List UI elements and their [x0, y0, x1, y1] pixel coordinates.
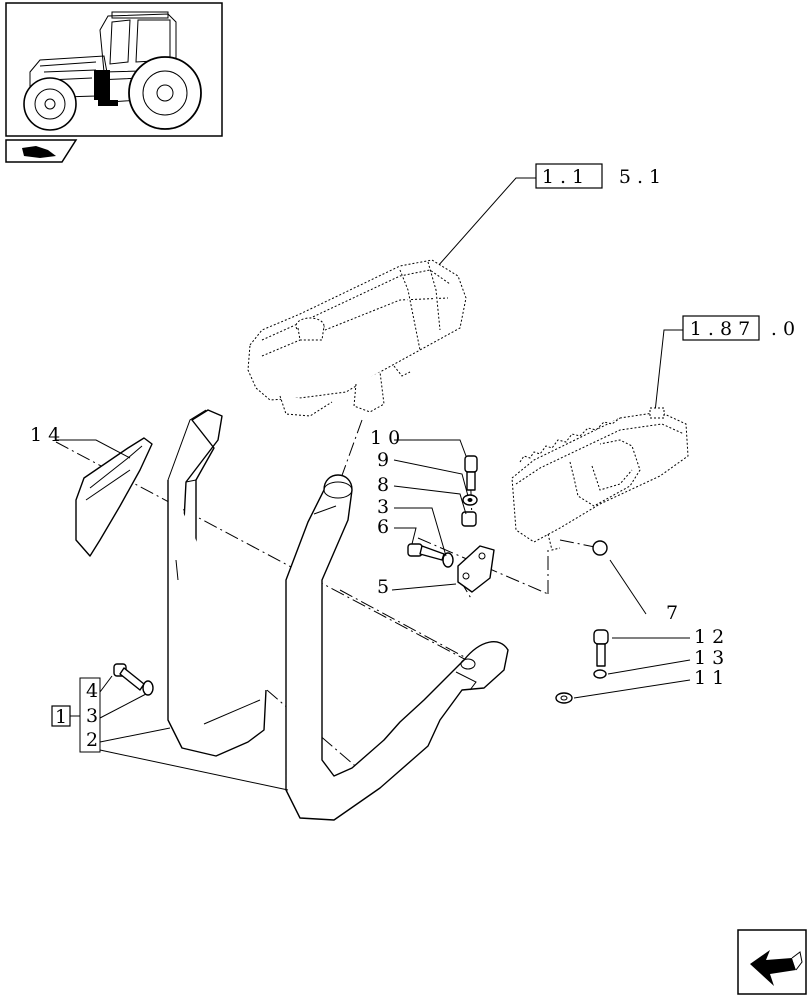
callout-2[interactable]: 2: [86, 729, 98, 751]
callout-3-lower[interactable]: 3: [86, 705, 98, 727]
part-3-washer-upper[interactable]: [442, 552, 454, 568]
callout-14[interactable]: 1 4: [30, 424, 60, 446]
callout-11[interactable]: 1 1: [694, 667, 724, 689]
group-bracket: 1: [51, 677, 101, 753]
part-12-bolt[interactable]: [593, 629, 609, 667]
part-7-nut[interactable]: [592, 540, 608, 556]
reference-1-boxed: 1 . 1: [542, 166, 584, 188]
part-5-bracket[interactable]: [457, 545, 495, 593]
part-1-main-tube[interactable]: [285, 474, 509, 821]
hand-book-icon[interactable]: [5, 139, 78, 163]
tractor-thumbnail[interactable]: [5, 2, 223, 137]
callout-10[interactable]: 1 0: [370, 427, 400, 449]
step-plate: [511, 407, 689, 551]
callout-9[interactable]: 9: [377, 449, 389, 471]
callout-6[interactable]: 6: [377, 516, 389, 538]
part-14-guard[interactable]: [75, 437, 153, 557]
part-10-bolt[interactable]: [464, 455, 478, 491]
reservoir-tank: [247, 259, 467, 417]
reference-2-rest: . 0: [771, 318, 795, 340]
part-6-bolt[interactable]: [407, 543, 445, 561]
callout-8[interactable]: 8: [377, 474, 389, 496]
part-3-washer-lower[interactable]: [142, 680, 154, 696]
leader-ref-2: [654, 329, 683, 413]
callout-12[interactable]: 1 2: [694, 626, 724, 648]
reference-1-87-0[interactable]: 1 . 8 7 . 0: [682, 315, 795, 341]
reference-1-15-1[interactable]: 1 . 1 5 . 1: [535, 163, 661, 189]
part-4-bolt[interactable]: [113, 663, 145, 691]
reference-2-boxed: 1 . 8 7: [690, 318, 750, 340]
next-page-arrow-icon[interactable]: [737, 929, 807, 995]
part-11-washer[interactable]: [555, 692, 573, 704]
callout-5[interactable]: 5: [377, 576, 389, 598]
part-8-spacer[interactable]: [461, 511, 477, 527]
leader-ref-1: [429, 177, 536, 276]
part-9-washer[interactable]: [462, 494, 478, 506]
callout-4[interactable]: 4: [86, 680, 98, 702]
callout-7[interactable]: 7: [666, 602, 678, 624]
reference-1-rest: 5 . 1: [619, 166, 661, 188]
part-2-handrail[interactable]: [167, 409, 267, 757]
callout-3-upper[interactable]: 3: [377, 496, 389, 518]
callout-13[interactable]: 1 3: [694, 647, 724, 669]
part-13-washer[interactable]: [593, 669, 607, 679]
callout-leaders: [56, 439, 691, 791]
group-box-label: 1: [55, 706, 67, 728]
